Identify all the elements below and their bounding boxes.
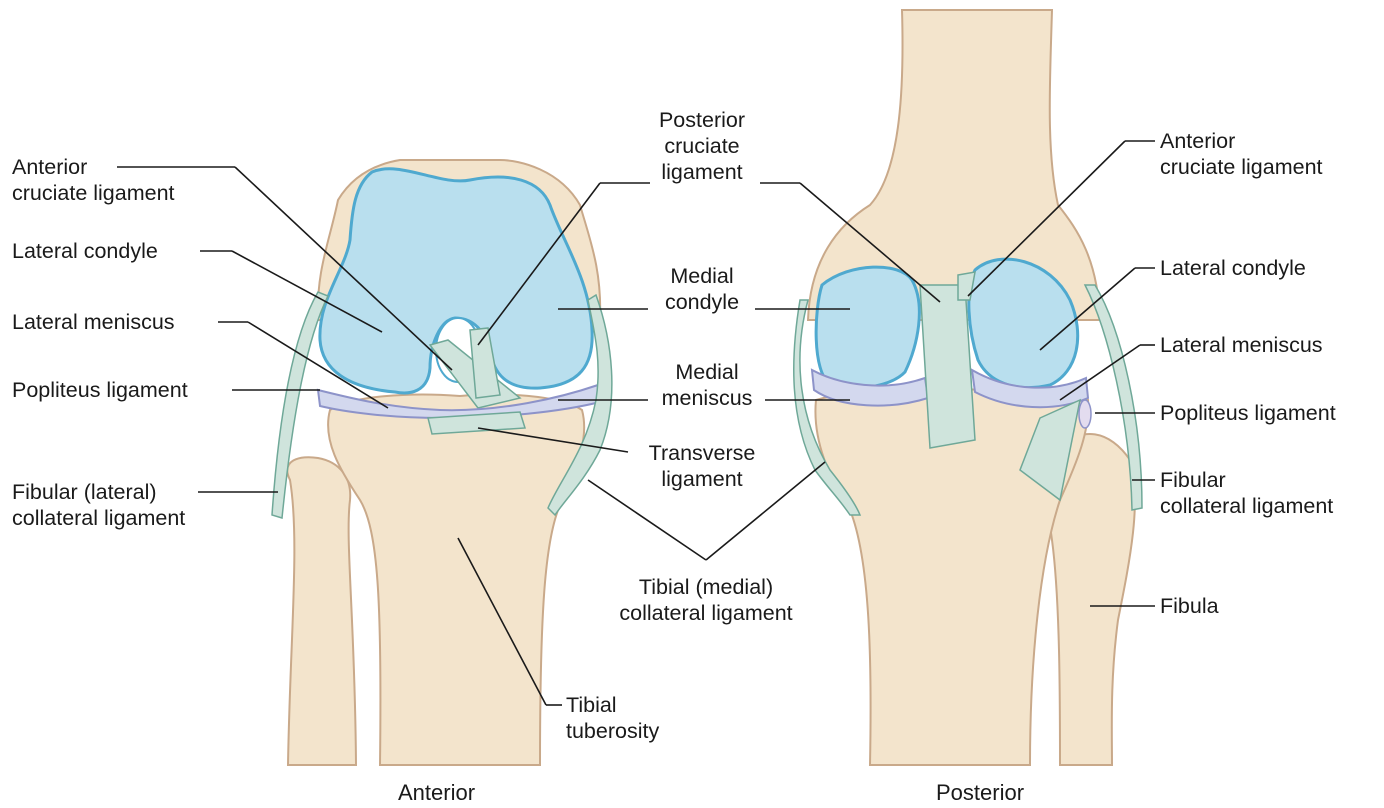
label-anterior-fibular-collateral: Fibular (lateral) collateral ligament xyxy=(12,479,185,531)
label-pcl: Posterior cruciate ligament xyxy=(640,107,764,185)
anterior-tibia xyxy=(328,394,584,765)
label-posterior-fibular-collateral: Fibular collateral ligament xyxy=(1160,467,1333,519)
label-anterior-lateral-meniscus: Lateral meniscus xyxy=(12,309,175,335)
anterior-knee-illustration xyxy=(272,160,612,765)
label-medial-meniscus-line1: Medial xyxy=(652,359,762,385)
posterior-medial-condyle-shape xyxy=(816,267,919,388)
label-tibial-tuberosity: Tibial tuberosity xyxy=(566,692,659,744)
label-posterior-acl-line1: Anterior xyxy=(1160,128,1323,154)
label-posterior-acl: Anterior cruciate ligament xyxy=(1160,128,1323,180)
label-anterior-popliteus: Popliteus ligament xyxy=(12,377,188,403)
label-anterior-fibular-collateral-line1: Fibular (lateral) xyxy=(12,479,185,505)
label-posterior-fibular-collateral-line2: collateral ligament xyxy=(1160,493,1333,519)
label-medial-condyle: Medial condyle xyxy=(652,263,752,315)
label-posterior-popliteus: Popliteus ligament xyxy=(1160,400,1336,426)
posterior-knee-illustration xyxy=(794,10,1142,765)
posterior-popliteus-tendon-shape xyxy=(1079,400,1091,428)
label-tibial-tuberosity-line1: Tibial xyxy=(566,692,659,718)
label-medial-meniscus-line2: meniscus xyxy=(652,385,762,411)
label-tibial-collateral: Tibial (medial) collateral ligament xyxy=(588,574,824,626)
label-anterior-fibular-collateral-line2: collateral ligament xyxy=(12,505,185,531)
label-pcl-line2: cruciate xyxy=(640,133,764,159)
label-anterior-acl: Anterior cruciate ligament xyxy=(12,154,175,206)
label-tibial-tuberosity-line2: tuberosity xyxy=(566,718,659,744)
label-pcl-line1: Posterior xyxy=(640,107,764,133)
label-posterior-lateral-meniscus: Lateral meniscus xyxy=(1160,332,1323,358)
anterior-fibula xyxy=(287,457,356,765)
label-anterior-acl-line1: Anterior xyxy=(12,154,175,180)
label-posterior-fibula: Fibula xyxy=(1160,593,1219,619)
label-pcl-line3: ligament xyxy=(640,159,764,185)
label-medial-condyle-line1: Medial xyxy=(652,263,752,289)
label-medial-meniscus: Medial meniscus xyxy=(652,359,762,411)
label-tibial-collateral-line2: collateral ligament xyxy=(588,600,824,626)
leader-tibial-collateral-anterior xyxy=(588,480,706,560)
label-posterior-acl-line2: cruciate ligament xyxy=(1160,154,1323,180)
label-tibial-collateral-line1: Tibial (medial) xyxy=(588,574,824,600)
view-title-posterior: Posterior xyxy=(936,780,1024,806)
label-posterior-lateral-condyle: Lateral condyle xyxy=(1160,255,1306,281)
label-anterior-lateral-condyle: Lateral condyle xyxy=(12,238,158,264)
label-transverse-ligament-line1: Transverse xyxy=(628,440,776,466)
posterior-pcl-shape xyxy=(920,285,975,448)
label-transverse-ligament-line2: ligament xyxy=(628,466,776,492)
label-transverse-ligament: Transverse ligament xyxy=(628,440,776,492)
label-posterior-fibular-collateral-line1: Fibular xyxy=(1160,467,1333,493)
label-anterior-acl-line2: cruciate ligament xyxy=(12,180,175,206)
label-medial-condyle-line2: condyle xyxy=(652,289,752,315)
view-title-anterior: Anterior xyxy=(398,780,475,806)
